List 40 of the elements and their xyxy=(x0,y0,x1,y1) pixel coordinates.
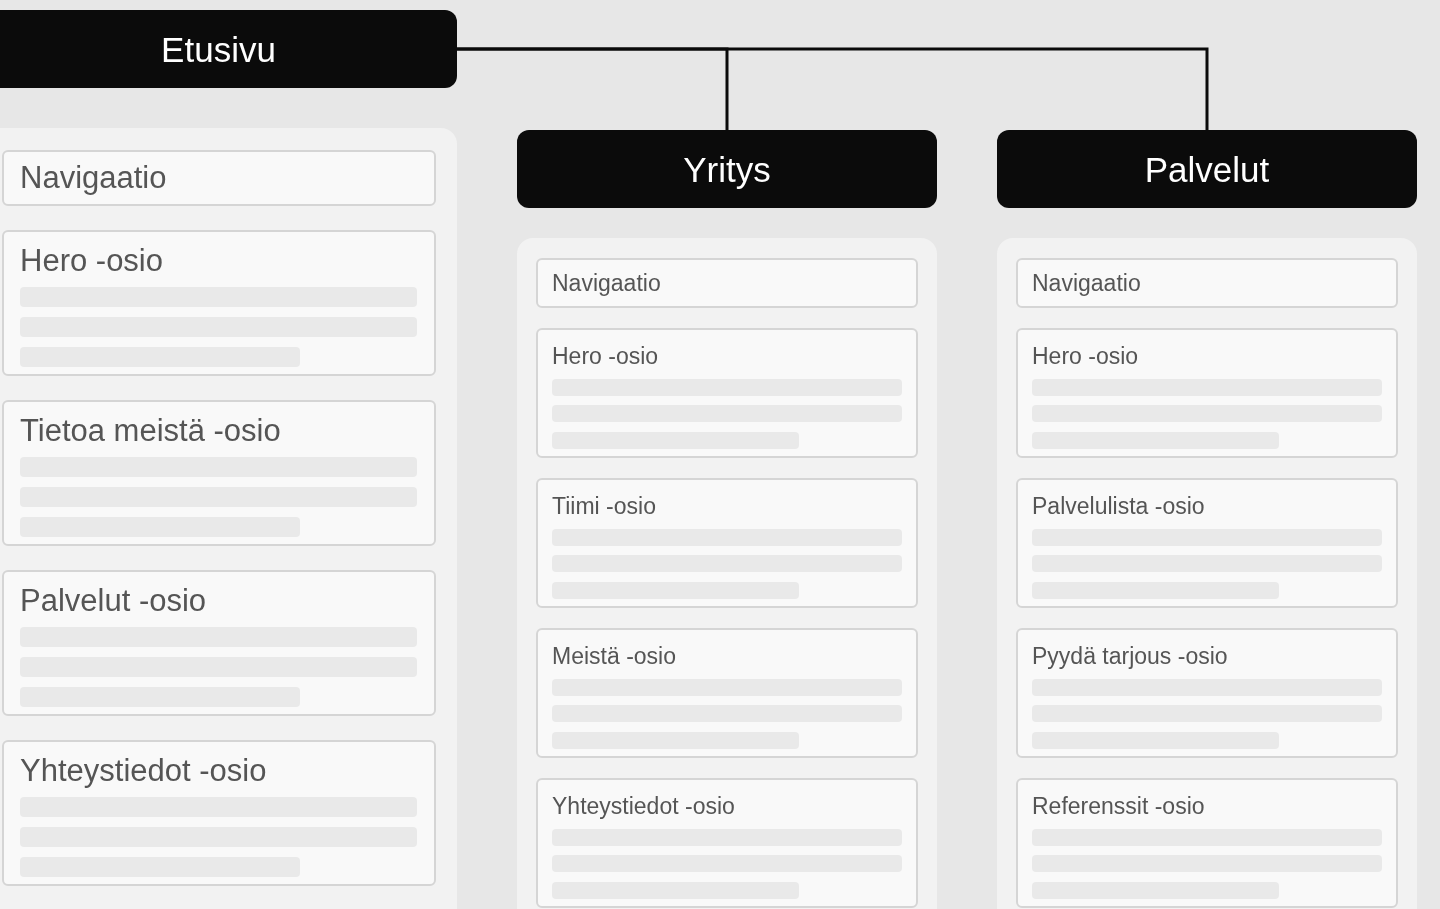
section-title: Hero -osio xyxy=(1032,342,1139,371)
section-title: Tietoa meistä -osio xyxy=(20,412,281,450)
section-card xyxy=(1016,628,1398,758)
section-title: Palvelulista -osio xyxy=(1032,492,1205,521)
section-title: Tiimi -osio xyxy=(552,492,656,521)
section-card xyxy=(2,570,436,716)
section-title: Navigaatio xyxy=(20,158,167,197)
page-panel xyxy=(997,238,1417,909)
page-title: Etusivu xyxy=(161,31,276,67)
section-card xyxy=(2,230,436,376)
section-card xyxy=(1016,328,1398,458)
section-title: Yhteystiedot -osio xyxy=(552,792,735,821)
page-panel xyxy=(517,238,937,909)
section-card xyxy=(536,328,918,458)
page-header xyxy=(0,10,457,88)
section-title: Pyydä tarjous -osio xyxy=(1032,642,1228,671)
section-card xyxy=(536,478,918,608)
section-title: Hero -osio xyxy=(20,242,163,280)
section-card xyxy=(536,778,918,908)
section-title: Referenssit -osio xyxy=(1032,792,1205,821)
page-header xyxy=(997,130,1417,208)
page-title: Yritys xyxy=(683,151,771,187)
section-card xyxy=(1016,778,1398,908)
section-card xyxy=(1016,478,1398,608)
section-title: Meistä -osio xyxy=(552,642,676,671)
section-title: Palvelut -osio xyxy=(20,582,207,620)
section-card xyxy=(2,400,436,546)
section-title: Hero -osio xyxy=(552,342,659,371)
section-card xyxy=(2,150,436,206)
section-title: Navigaatio xyxy=(1032,268,1141,298)
section-card xyxy=(2,740,436,886)
page-header xyxy=(517,130,937,208)
section-title: Navigaatio xyxy=(552,268,661,298)
section-card xyxy=(1016,258,1398,308)
connector-line xyxy=(457,47,1209,130)
section-title: Yhteystiedot -osio xyxy=(20,752,267,790)
page-title: Palvelut xyxy=(1144,151,1270,187)
section-card xyxy=(536,258,918,308)
page-panel xyxy=(0,128,457,909)
section-card xyxy=(536,628,918,758)
